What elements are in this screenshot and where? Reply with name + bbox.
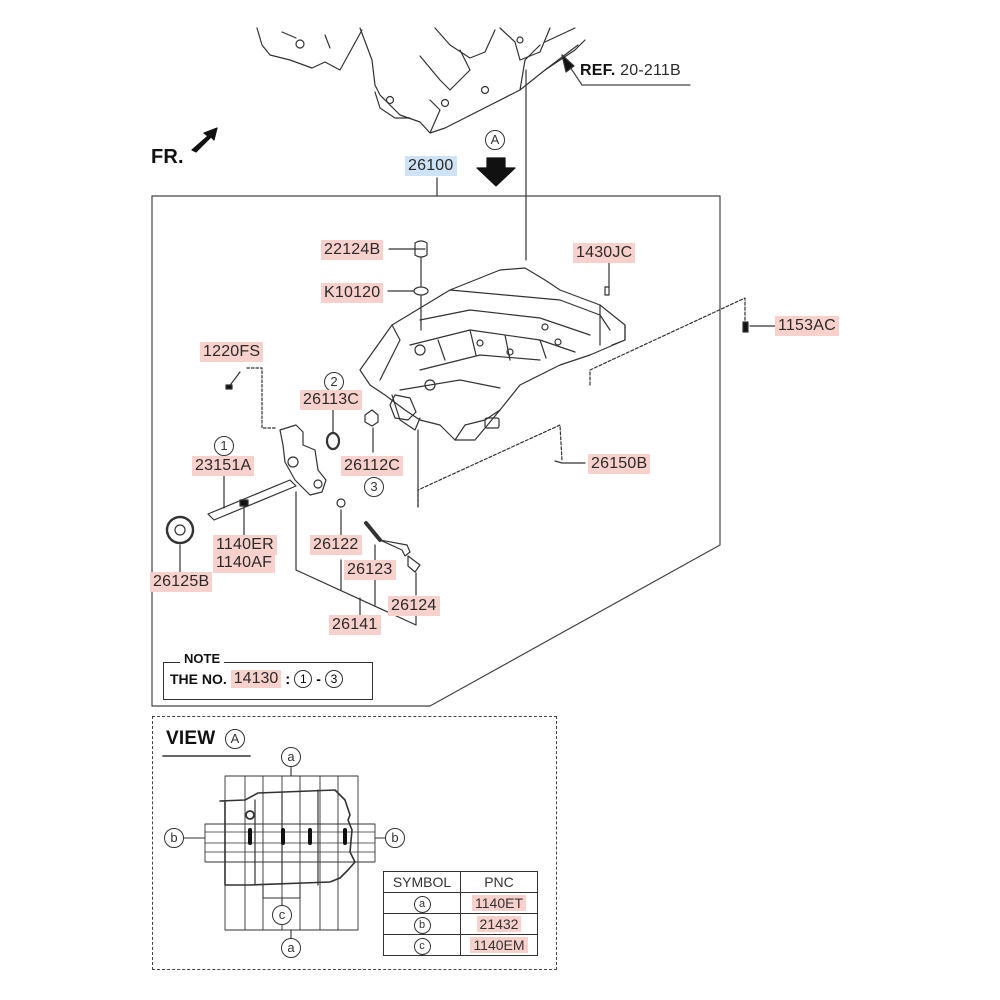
assembly-pnc-26100[interactable]: 26100 xyxy=(405,156,457,176)
part-label-k10120[interactable]: K10120 xyxy=(321,283,384,303)
part-label-26150b[interactable]: 26150B xyxy=(588,454,651,474)
part-label-1140af[interactable]: 1140AF xyxy=(213,553,276,573)
part-label-23151a[interactable]: 23151A xyxy=(192,456,255,476)
pnc-1140em[interactable]: 1140EM xyxy=(470,937,528,953)
part-label-26123[interactable]: 26123 xyxy=(344,560,396,580)
view-a-bottom-view-drawing xyxy=(183,766,387,939)
header-symbol: SYMBOL xyxy=(383,871,461,893)
engine-block-reference-drawing xyxy=(256,27,586,134)
callout-b-left: b xyxy=(164,828,184,848)
part-label-26113c[interactable]: 26113C xyxy=(300,390,363,410)
part-label-26122[interactable]: 26122 xyxy=(310,535,362,555)
view-a-title: VIEW xyxy=(166,728,216,749)
marker-3: 3 xyxy=(364,477,384,497)
note-separator: : xyxy=(285,670,291,688)
callout-b-right: b xyxy=(385,828,405,848)
symbol-a: a xyxy=(413,895,431,913)
oil-pump-drawing xyxy=(279,424,327,496)
symbol-c: c xyxy=(413,937,431,955)
reference-prefix: REF. xyxy=(580,62,616,79)
reference-code: 20-211B xyxy=(620,62,681,79)
part-label-1153ac[interactable]: 1153AC xyxy=(775,316,839,336)
part-label-22124b[interactable]: 22124B xyxy=(321,240,384,260)
note-range-dash: - xyxy=(316,671,321,687)
view-a-panel xyxy=(152,716,557,970)
part-label-1220fs[interactable]: 1220FS xyxy=(200,342,264,362)
symbol-table-header: SYMBOL PNC xyxy=(383,871,538,893)
note-pnc-14130[interactable]: 14130 xyxy=(230,670,282,688)
marker-2: 2 xyxy=(324,372,344,392)
symbol-table: SYMBOL PNC a 1140ET b 21432 c 1140EM xyxy=(383,871,538,956)
symbol-b: b xyxy=(413,916,431,934)
pnc-1140et[interactable]: 1140ET xyxy=(472,895,526,911)
part-label-26125b[interactable]: 26125B xyxy=(150,572,213,592)
note-range-end-marker: 3 xyxy=(324,670,343,688)
part-label-26141[interactable]: 26141 xyxy=(329,615,381,635)
table-row: c 1140EM xyxy=(383,934,538,956)
table-row: b 21432 xyxy=(383,913,538,935)
callout-a-top: a xyxy=(281,747,301,767)
view-a-title-marker: A xyxy=(225,729,245,749)
table-row: a 1140ET xyxy=(383,892,538,914)
part-label-26112c[interactable]: 26112C xyxy=(341,456,404,476)
view-direction-arrow-icon xyxy=(477,157,515,187)
note-range-start-marker: 1 xyxy=(294,670,313,688)
note-prefix: THE NO. xyxy=(170,671,227,687)
note-title: NOTE xyxy=(180,651,225,666)
part-label-26124[interactable]: 26124 xyxy=(388,596,440,616)
front-indicator-label: FR. xyxy=(151,146,184,168)
callout-c-center: c xyxy=(272,905,292,925)
pnc-21432[interactable]: 21432 xyxy=(476,916,522,932)
sprocket-drawing xyxy=(165,515,195,545)
front-arrow-icon xyxy=(190,127,220,153)
part-label-1430jc[interactable]: 1430JC xyxy=(573,243,636,263)
marker-1: 1 xyxy=(214,436,234,456)
note-box xyxy=(163,662,373,700)
callout-a-bottom: a xyxy=(281,938,301,958)
part-label-1140er[interactable]: 1140ER xyxy=(213,535,277,555)
note-content: THE NO. 14130 : 1 - 3 xyxy=(170,670,343,688)
reference-callout[interactable]: REF. 20-211B xyxy=(577,61,684,81)
header-pnc: PNC xyxy=(460,871,538,893)
oil-pan-upper-drawing xyxy=(359,267,626,441)
view-a-marker[interactable]: A xyxy=(485,130,505,150)
